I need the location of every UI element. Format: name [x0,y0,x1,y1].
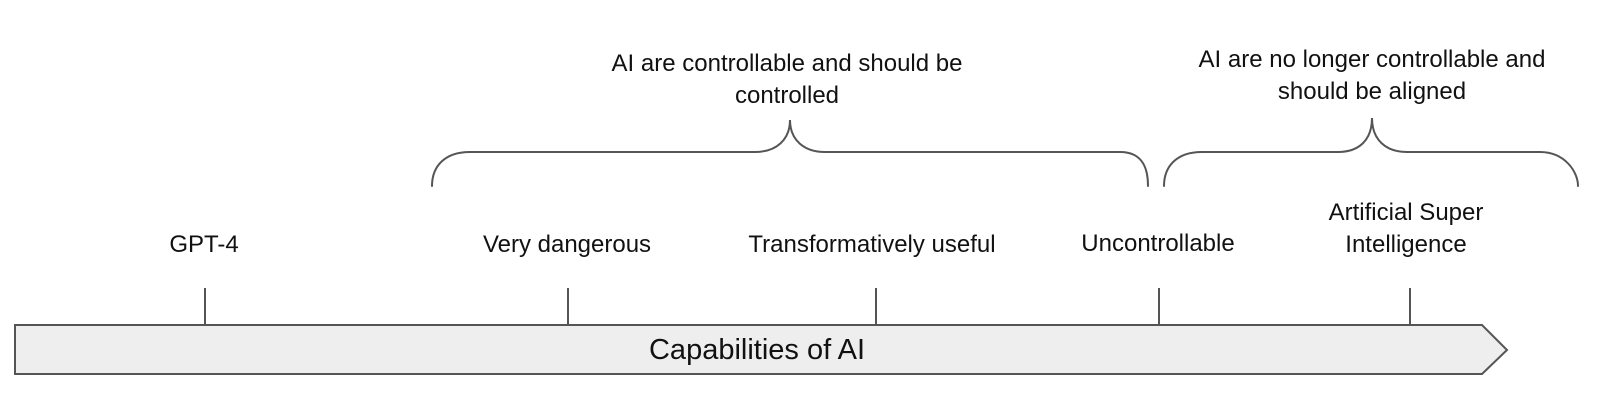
capabilities-arrow [14,324,1509,375]
curly-brace-aligned [1163,117,1579,187]
curly-brace-controllable [431,119,1149,187]
brace-label-aligned: AI are no longer controllable and should… [1198,46,1546,105]
arrow-label-capabilities: Capabilities of AI [648,334,866,366]
brace-label-controllable: AI are controllable and should be contro… [611,50,963,109]
tick-label-uncontrollable: Uncontrollable [1081,230,1235,257]
tick-label-transformatively-useful: Transformatively useful [748,231,996,258]
tick-label-very-dangerous: Very dangerous [482,231,652,258]
tick-label-gpt4: GPT-4 [169,231,239,258]
tick-label-artificial-super-intelligence: Artificial Super Intelligence [1328,199,1484,258]
